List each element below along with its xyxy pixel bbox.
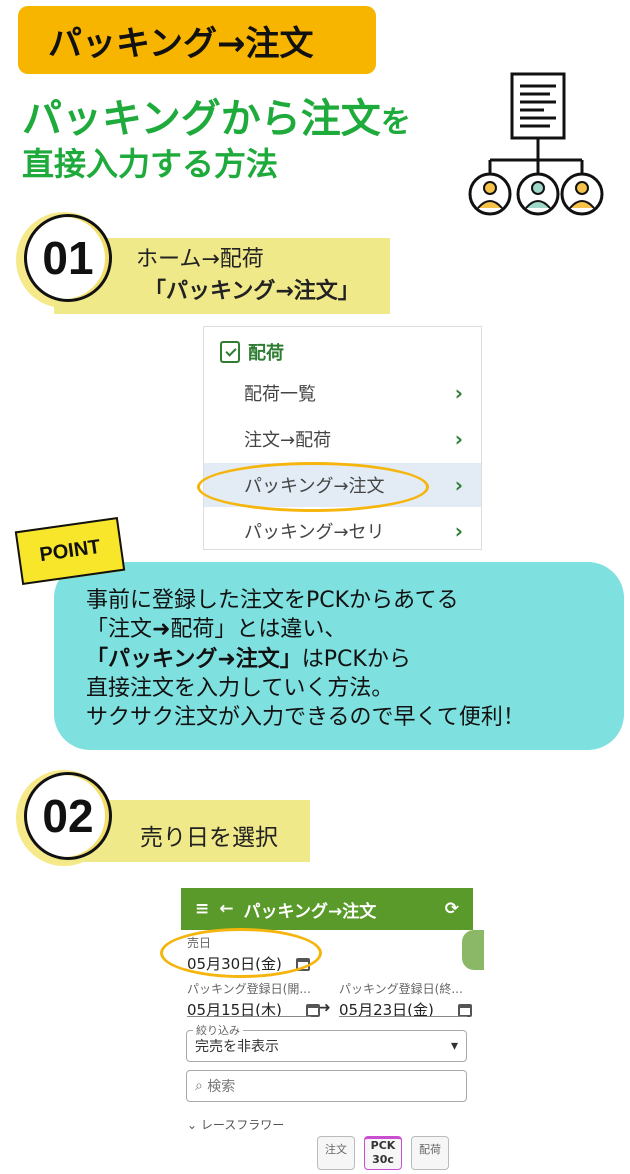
pack-start-field[interactable]: パッキング登録日(開... 05月15日(木) [187,980,320,1020]
pack-start-underline [187,1016,311,1017]
refresh-icon[interactable]: ⟳ [444,899,459,919]
group-header[interactable]: ⌄ レースフラワー [187,1116,284,1133]
pack-end-field[interactable]: パッキング登録日(終... 05月23日(金) [339,980,472,1020]
step1-line1: ホーム→配荷 [136,247,264,272]
menu-item-label: パッキング→注文 [244,476,385,497]
point-line4: 直接注文を入力していく方法。 [86,675,394,701]
point-line3-bold: 「パッキング➜注文」 [86,646,302,672]
calendar-icon[interactable] [305,1004,320,1017]
point-bubble: 事前に登録した注文をPCKからあてる 「注文➜配荷」とは違い、 「パッキング➜注… [54,562,624,750]
title-badge: パッキング→注文 [18,6,376,74]
chevron-down-icon: ⌄ [187,1118,198,1132]
chevron-right-icon: › [454,473,463,497]
step1-line2: 「パッキング→注文」 [144,278,360,304]
chevron-right-icon: › [454,381,463,405]
sale-date-value: 05月30日(金) [187,955,282,973]
side-tab[interactable] [462,930,484,970]
headline-line1-suffix: を [380,105,411,140]
title-text: パッキング→注文 [48,23,314,64]
clipboard-check-icon [220,341,240,363]
order-tag[interactable]: 注文 [317,1136,355,1170]
menu-item-order-to-dispatch[interactable]: 注文→配荷 › [204,417,481,461]
pack-start-label: パッキング登録日(開... [187,982,311,996]
dispatch-menu: 配荷 配荷一覧 › 注文→配荷 › パッキング→注文 › パッキング→セリ › [203,326,482,550]
point-line2: 「注文➜配荷」とは違い、 [86,617,347,643]
phone-screen: ≡ ← パッキング→注文 ⟳ 売日 05月30日(金) パッキング登録日(開..… [181,888,473,1174]
group-name: レースフラワー [200,1118,285,1132]
step1-number: 01 [24,214,112,302]
step2-number: 02 [24,772,112,860]
sale-date-label: 売日 [187,936,212,950]
pack-end-value: 05月23日(金) [339,1001,434,1019]
pck-size: 30c [372,1152,394,1166]
point-line3-rest: はPCKから [301,646,411,672]
pack-end-label: パッキング登録日(終... [339,982,463,996]
menu-item-dispatch-list[interactable]: 配荷一覧 › [204,371,481,415]
step2-text: 売り日を選択 [140,825,278,851]
sale-date-field[interactable]: 売日 05月30日(金) [187,934,311,974]
dispatch-tag[interactable]: 配荷 [411,1136,449,1170]
filter-select[interactable]: 完売を非表示 ▾ [186,1030,467,1062]
filter-value: 完売を非表示 [195,1039,279,1055]
point-line1: 事前に登録した注文をPCKからあてる [86,588,459,613]
headline: パッキングから注文を 直接入力する方法 [22,96,411,183]
pck-label: PCK [370,1139,396,1152]
menu-header: 配荷 [220,339,284,365]
chevron-right-icon: › [454,519,463,543]
menu-item-label: パッキング→セリ [244,522,385,543]
calendar-icon[interactable] [296,958,311,971]
menu-icon[interactable]: ≡ [195,899,210,919]
headline-line2: 直接入力する方法 [22,145,279,183]
search-icon: ⌕ [195,1078,203,1094]
pack-start-value: 05月15日(木) [187,1001,282,1019]
headline-line1: パッキングから注文 [22,96,381,142]
menu-item-label: 配荷一覧 [244,384,316,405]
pck-tag[interactable]: PCK 30c [364,1136,402,1170]
chevron-right-icon: › [454,427,463,451]
menu-item-packing-to-order[interactable]: パッキング→注文 › [204,463,481,507]
search-input[interactable]: ⌕ 検索 [186,1070,467,1102]
dropdown-icon: ▾ [450,1038,458,1054]
menu-title: 配荷 [248,343,284,364]
point-line5: サクサク注文が入力できるので早くて便利！ [86,705,525,730]
search-placeholder: 検索 [207,1079,236,1095]
pack-end-underline [339,1016,467,1017]
app-bar: ≡ ← パッキング→注文 ⟳ [181,888,473,930]
menu-item-label: 注文→配荷 [244,430,332,451]
filter-label: 絞り込み [193,1022,243,1038]
back-arrow-icon[interactable]: ← [219,899,234,919]
menu-item-packing-to-auction[interactable]: パッキング→セリ › [204,509,481,553]
range-arrow-icon: ➜ [319,1000,331,1016]
document-org-icon [468,72,604,216]
app-title: パッキング→注文 [243,901,377,922]
step1-text: ホーム→配荷 「パッキング→注文」 [136,244,360,308]
